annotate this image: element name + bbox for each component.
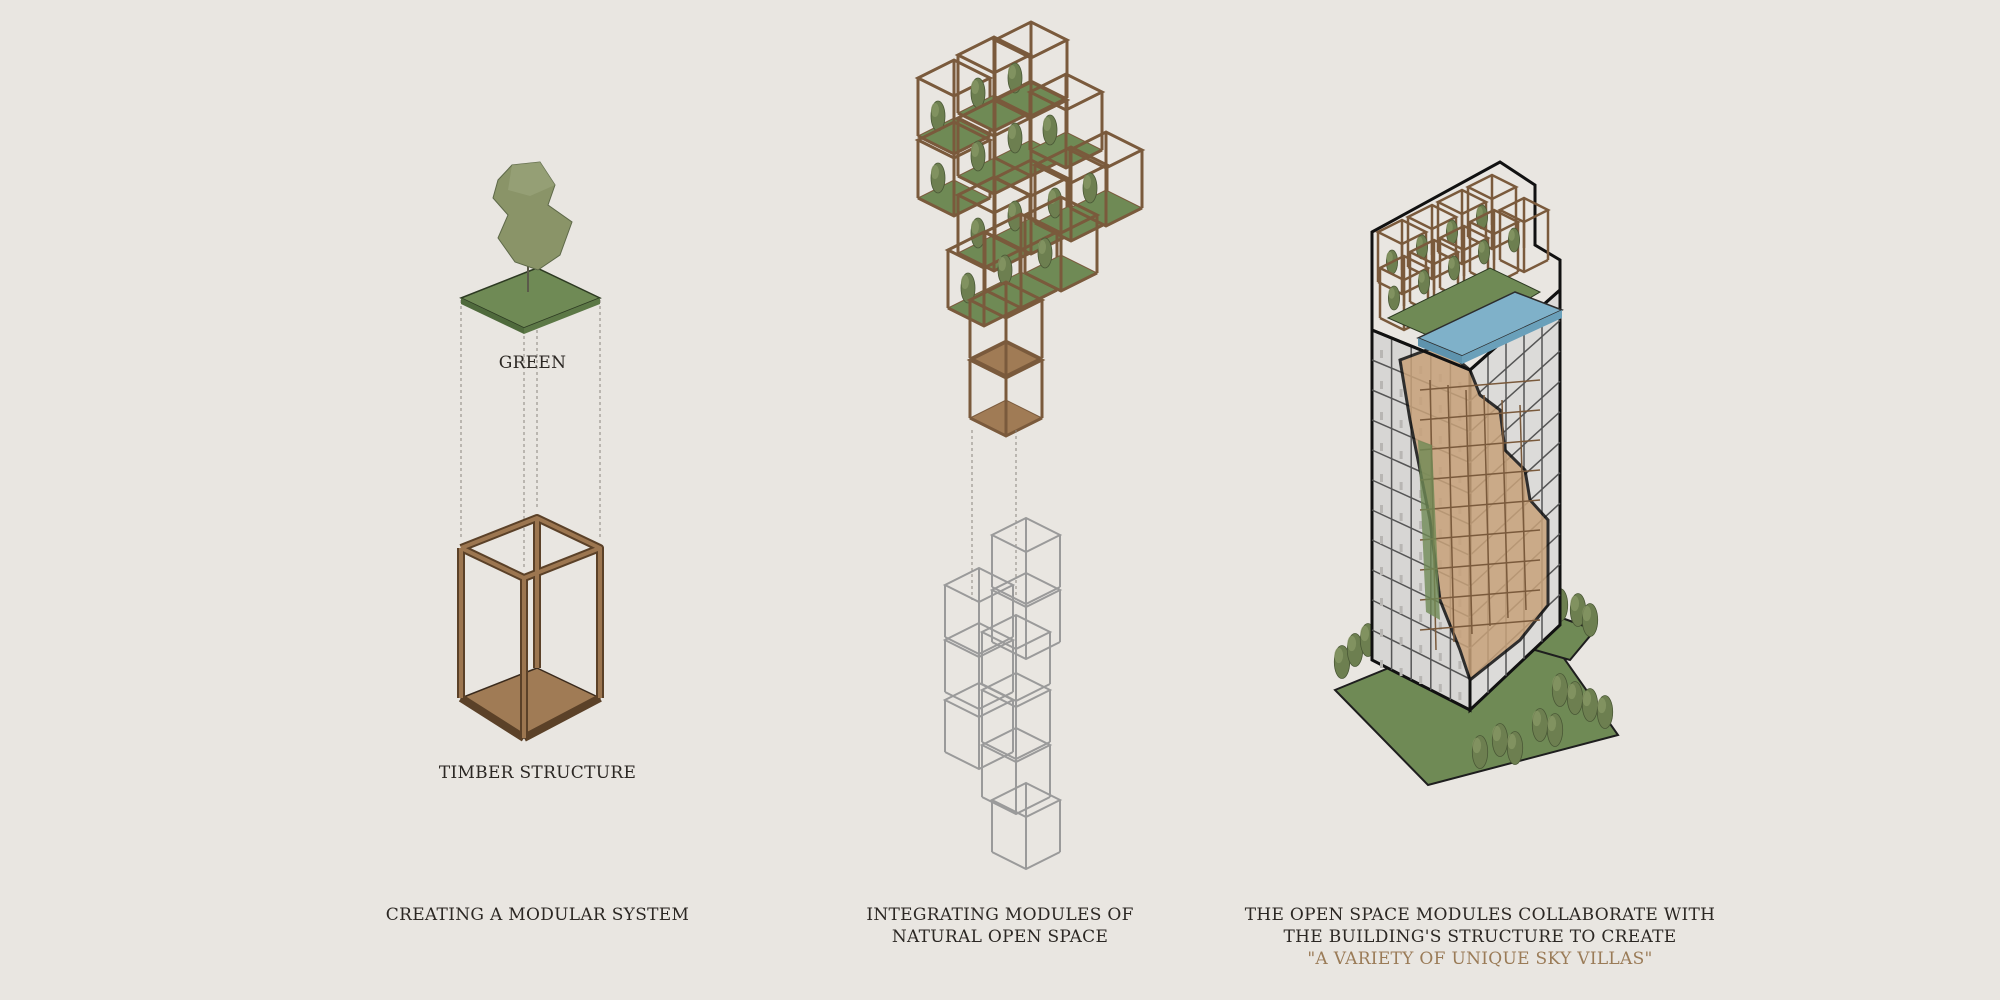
tree-icon bbox=[1478, 239, 1491, 265]
tree-icon bbox=[492, 161, 573, 292]
tree-icon bbox=[1007, 62, 1023, 94]
tree-icon bbox=[1418, 269, 1431, 295]
tree-icon bbox=[1448, 255, 1461, 281]
timber-module bbox=[966, 340, 1046, 438]
caption-right-line-3: "A VARIETY OF UNIQUE SKY VILLAS" bbox=[1307, 949, 1653, 969]
tree-icon bbox=[1508, 227, 1521, 253]
shrubbery bbox=[1333, 588, 1614, 769]
bush-icon bbox=[1546, 713, 1564, 747]
timber-module bbox=[1021, 195, 1101, 293]
stacked-modules-diagram bbox=[914, 20, 1146, 871]
modular-system-diagram bbox=[457, 161, 604, 742]
bush-icon bbox=[1531, 708, 1549, 742]
roof-outline bbox=[1370, 160, 1562, 372]
open-space-module-cluster bbox=[914, 20, 1146, 438]
tree-icon bbox=[930, 162, 946, 194]
bush-icon bbox=[1551, 673, 1569, 707]
tree-icon bbox=[970, 217, 986, 249]
tree-icon bbox=[1082, 172, 1098, 204]
tree-icon bbox=[970, 140, 986, 172]
projection-lines bbox=[971, 430, 1017, 600]
timber-module bbox=[457, 514, 604, 742]
timber-module bbox=[1497, 196, 1551, 274]
grey-module-stack bbox=[942, 516, 1063, 871]
grey-module bbox=[989, 781, 1063, 871]
timber-structure-label: TIMBER STRUCTURE bbox=[438, 763, 637, 783]
bush-icon bbox=[1566, 681, 1584, 715]
pool-icon bbox=[1416, 291, 1564, 364]
tree-icon bbox=[930, 100, 946, 132]
bush-icon bbox=[1581, 603, 1599, 637]
caption-right: THE OPEN SPACE MODULES COLLABORATE WITH … bbox=[1215, 904, 1745, 970]
bush-icon bbox=[1581, 688, 1599, 722]
tree-icon bbox=[1042, 114, 1058, 146]
tree-icon bbox=[997, 254, 1013, 286]
bush-icon bbox=[1506, 731, 1524, 765]
bush-icon bbox=[1569, 593, 1587, 627]
grey-module bbox=[942, 681, 1016, 771]
green-strip bbox=[1418, 440, 1440, 620]
tree-icon bbox=[1047, 187, 1063, 219]
bush-icon bbox=[1471, 735, 1489, 769]
grey-module bbox=[989, 571, 1063, 661]
tower-diagram bbox=[1333, 160, 1620, 787]
projection-lines bbox=[460, 270, 601, 570]
tree-icon bbox=[1388, 285, 1401, 311]
tree-icon bbox=[970, 77, 986, 109]
green-slab bbox=[459, 267, 602, 334]
caption-left: CREATING A MODULAR SYSTEM bbox=[385, 905, 690, 925]
green-label: GREEN bbox=[498, 353, 567, 373]
bush-icon bbox=[1596, 695, 1614, 729]
tree-icon bbox=[1037, 237, 1053, 269]
caption-middle-line-1: INTEGRATING MODULES OF bbox=[866, 905, 1134, 925]
tree-icon bbox=[960, 272, 976, 304]
caption-right-line-2: THE BUILDING'S STRUCTURE TO CREATE bbox=[1283, 927, 1677, 947]
bush-icon bbox=[1346, 633, 1364, 667]
bush-icon bbox=[1491, 723, 1509, 757]
timber-module bbox=[1026, 72, 1106, 170]
caption-middle-line-2: NATURAL OPEN SPACE bbox=[891, 927, 1109, 947]
tree-icon bbox=[1007, 122, 1023, 154]
caption-right-line-1: THE OPEN SPACE MODULES COLLABORATE WITH bbox=[1244, 905, 1716, 925]
caption-middle: INTEGRATING MODULES OF NATURAL OPEN SPAC… bbox=[840, 904, 1160, 948]
